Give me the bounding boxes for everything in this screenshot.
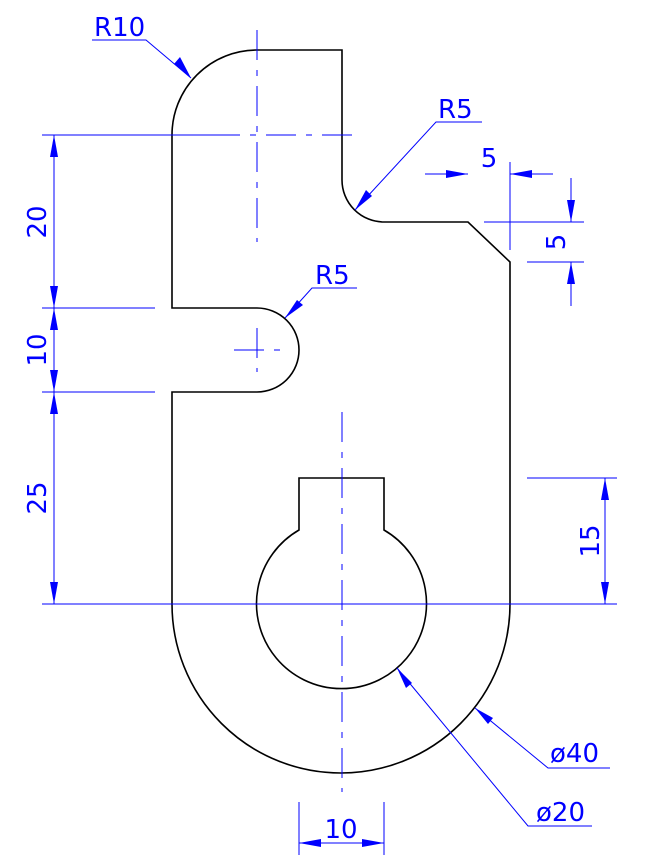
keyed-bore <box>255 477 428 690</box>
r5-slot-label: R5 <box>315 261 350 291</box>
outer-profile <box>171 49 511 774</box>
chamfer-horizontal-5: 5 <box>425 144 553 178</box>
dim-5-horizontal-label: 5 <box>481 144 498 174</box>
leader-r5-top: R5 <box>354 95 482 211</box>
leader-dia20: ø20 <box>396 667 592 828</box>
leader-r5-slot: R5 <box>284 261 357 319</box>
dim-5-vertical-label: 5 <box>542 234 572 251</box>
part-outline <box>171 49 511 774</box>
dim-20-label: 20 <box>23 205 53 238</box>
center-lines <box>210 30 362 792</box>
left-dimensions: 20 10 25 <box>23 135 58 604</box>
extension-lines <box>42 134 617 855</box>
r10-label: R10 <box>94 13 145 43</box>
dim-10-bottom-label: 10 <box>324 815 357 845</box>
dia20-label: ø20 <box>536 798 585 828</box>
r5-top-label: R5 <box>438 95 473 125</box>
dia40-label: ø40 <box>550 739 599 769</box>
dim-15-label: 15 <box>576 524 606 557</box>
chamfer-vertical-5: 5 <box>542 178 575 306</box>
dim-15: 15 <box>576 478 609 604</box>
dim-10-left-label: 10 <box>23 333 53 366</box>
leader-dia40: ø40 <box>474 707 610 769</box>
leader-r10: R10 <box>92 13 192 79</box>
dim-10-bottom: 10 <box>299 815 384 847</box>
dim-25-label: 25 <box>23 481 53 514</box>
